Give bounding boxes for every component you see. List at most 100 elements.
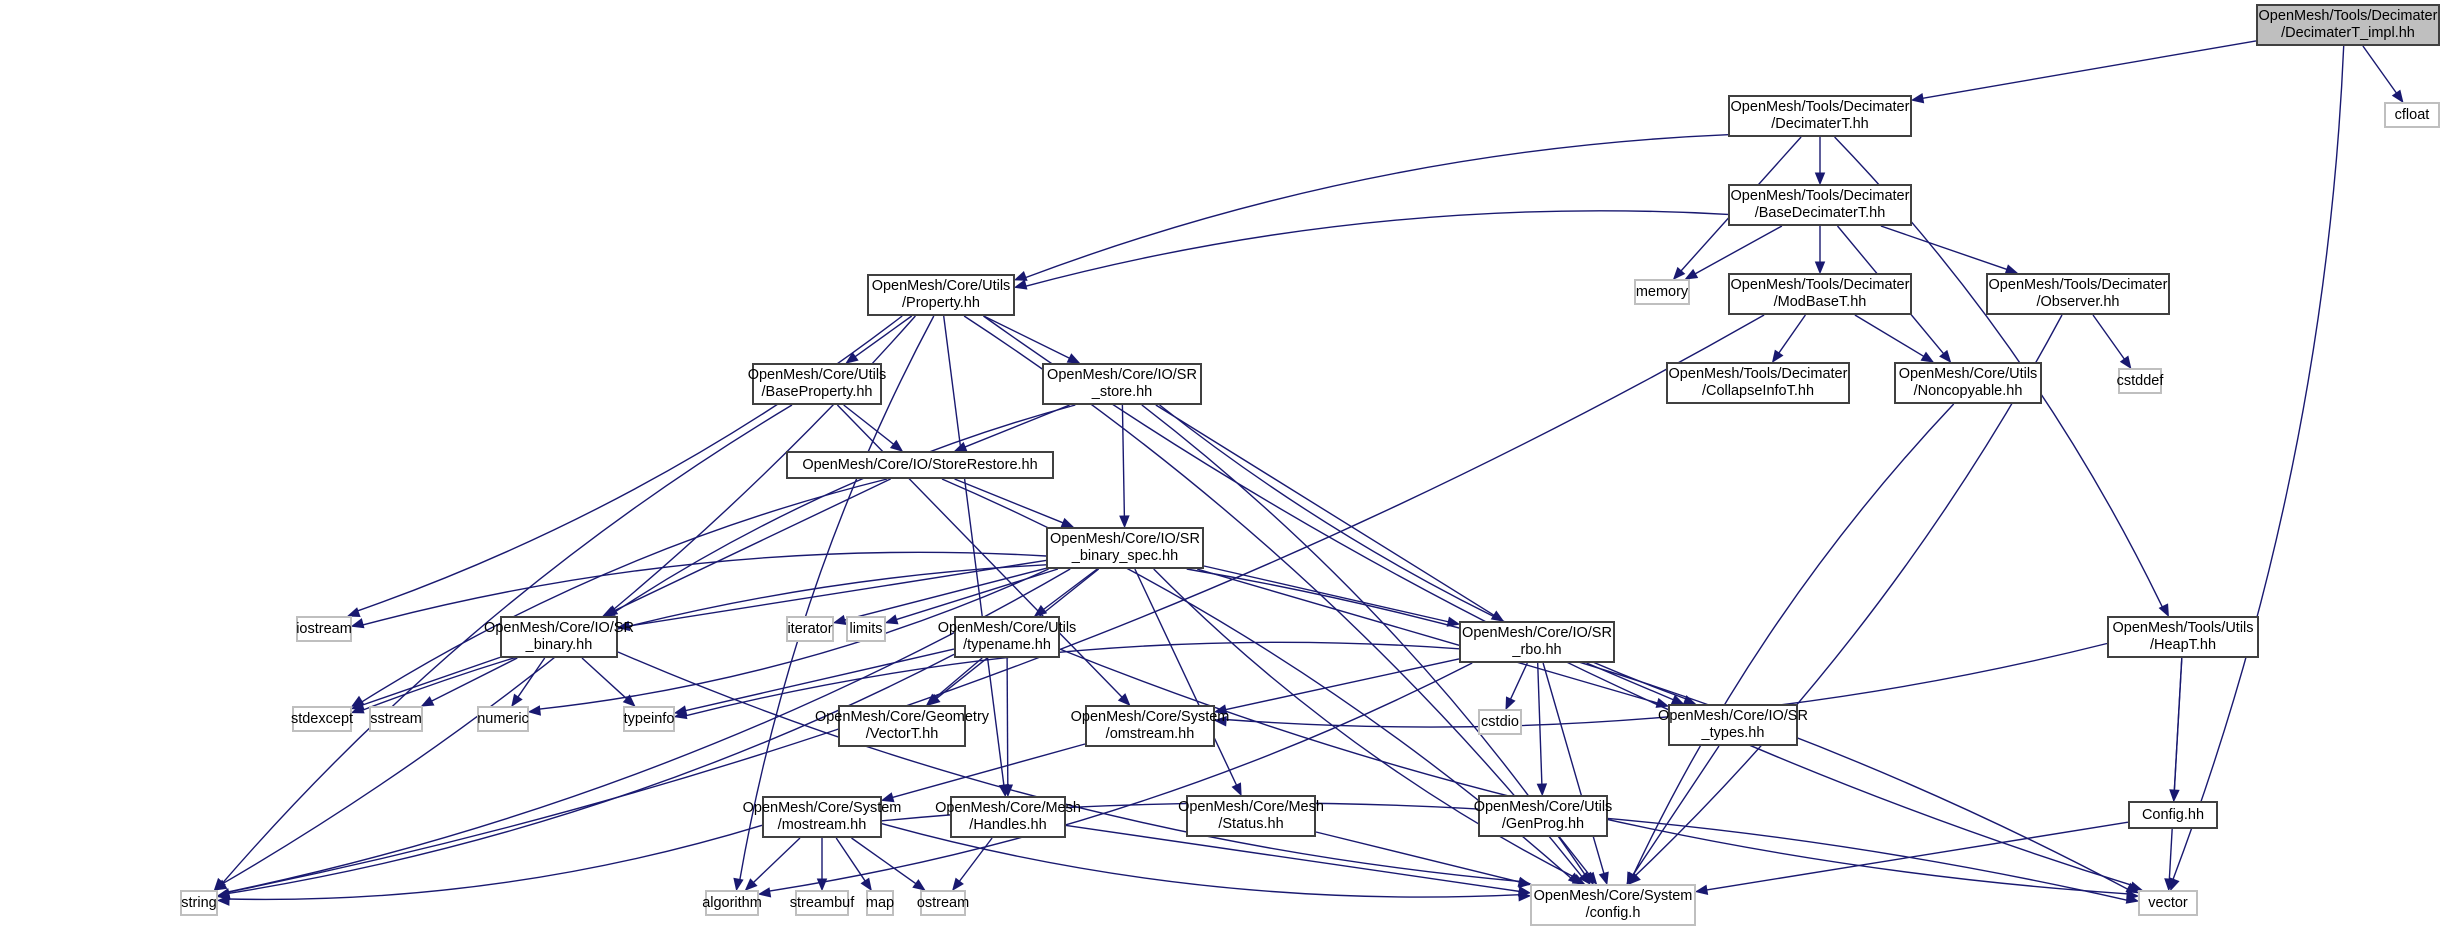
edge-root-to-cfloat [2362, 45, 2398, 95]
arrowhead-icon [420, 696, 435, 707]
arrowhead-icon [1571, 874, 1586, 885]
arrowhead-icon [1585, 871, 1598, 886]
edge-srRbo-to-genProg [1537, 662, 1543, 786]
edge-modBaseT-to-string [227, 314, 1765, 893]
edge-mostream-to-config [881, 823, 1521, 898]
arrowhead-icon [1033, 604, 1048, 617]
arrowhead-icon [816, 878, 828, 892]
node-store-restore[interactable]: OpenMesh/Core/IO/StoreRestore.hh [786, 451, 1054, 479]
node-sr-types[interactable]: OpenMesh/Core/IO/SR _types.hh [1658, 704, 1808, 746]
edge-srBinarySpec-to-limits [895, 568, 1059, 621]
edge-srBinarySpec-to-typename [1042, 568, 1098, 611]
node-collapse-info-t[interactable]: OpenMesh/Tools/Decimater /CollapseInfoT.… [1666, 362, 1850, 404]
edge-mostream-to-ostream [851, 837, 918, 885]
edge-srRbo-to-config [1542, 662, 1605, 875]
node-root[interactable]: OpenMesh/Tools/Decimater /DecimaterT_imp… [2256, 4, 2440, 46]
arrowhead-icon [2158, 603, 2169, 618]
edge-srRbo-to-omstream [1224, 658, 1460, 711]
arrowhead-icon [1939, 349, 1952, 364]
node-iostream: iostream [296, 616, 352, 642]
node-mostream[interactable]: OpenMesh/Core/System /mostream.hh [743, 796, 901, 838]
node-sr-rbo[interactable]: OpenMesh/Core/IO/SR _rbo.hh [1459, 621, 1615, 663]
edge-srRbo-to-cstdio [1509, 662, 1528, 701]
node-typeinfo: typeinfo [623, 706, 675, 732]
edge-root-to-decimaterT [1921, 40, 2257, 100]
node-decimater-t[interactable]: OpenMesh/Tools/Decimater /DecimaterT.hh [1728, 95, 1912, 137]
node-stdexcept: stdexcept [291, 706, 353, 732]
edge-srBinary-to-config [617, 651, 1521, 883]
arrowhead-icon [1119, 515, 1130, 529]
arrowhead-icon [1694, 884, 1709, 896]
edge-configHH-to-config [1705, 821, 2129, 891]
node-omstream[interactable]: OpenMesh/Core/System /omstream.hh [1071, 705, 1229, 747]
edge-srBinarySpec-to-iterator [843, 567, 1047, 621]
node-heap-t[interactable]: OpenMesh/Tools/Utils /HeapT.hh [2107, 616, 2259, 658]
edge-typename-to-vector [1059, 648, 2129, 895]
node-iterator: iterator [786, 616, 834, 642]
edge-srBinarySpec-to-iostream [361, 551, 1047, 626]
arrowhead-icon [889, 439, 904, 452]
node-config-h-h[interactable]: Config.hh [2128, 801, 2218, 829]
edge-noncopyable-to-config [1632, 403, 1955, 876]
edge-srBinary-to-typeinfo [581, 657, 628, 700]
node-sr-binary[interactable]: OpenMesh/Core/IO/SR _binary.hh [484, 616, 634, 658]
arrowhead-icon [346, 607, 361, 618]
edge-baseProperty-to-string [221, 404, 793, 885]
edge-genProg-to-config [1558, 836, 1591, 877]
node-typename[interactable]: OpenMesh/Core/Utils /typename.hh [938, 616, 1076, 658]
node-cstdio: cstdio [1478, 709, 1522, 735]
arrowhead-icon [1013, 279, 1028, 290]
arrowhead-icon [2119, 355, 2132, 370]
node-handles[interactable]: OpenMesh/Core/Mesh /Handles.hh [935, 796, 1081, 838]
edge-srTypes-to-config [1631, 745, 1720, 877]
node-observer[interactable]: OpenMesh/Tools/Decimater /Observer.hh [1986, 273, 2170, 315]
arrowhead-icon [1117, 693, 1131, 706]
arrowhead-icon [1771, 349, 1784, 364]
node-vector: vector [2138, 890, 2198, 916]
edge-typename-to-string [227, 653, 955, 895]
node-map: map [866, 890, 894, 916]
node-base-decimater-t[interactable]: OpenMesh/Tools/Decimater /BaseDecimaterT… [1728, 184, 1912, 226]
edge-srBinarySpec-to-srRbo [1203, 565, 1450, 623]
node-sr-binary-spec[interactable]: OpenMesh/Core/IO/SR _binary_spec.hh [1046, 527, 1204, 569]
edge-property-to-baseProperty [853, 315, 913, 358]
node-mod-base-t[interactable]: OpenMesh/Tools/Decimater /ModBaseT.hh [1728, 273, 1912, 315]
edge-root-to-vector [2172, 45, 2345, 881]
node-gen-prog[interactable]: OpenMesh/Core/Utils /GenProg.hh [1474, 795, 1612, 837]
edge-srBinary-to-numeric [516, 657, 546, 699]
edge-srBinary-to-sstream [430, 657, 518, 703]
edge-storeRestore-to-srBinary [611, 478, 891, 613]
arrowhead-icon [860, 877, 872, 892]
node-config: OpenMesh/Core/System /config.h [1530, 884, 1696, 926]
edge-srBinarySpec-to-srBinary [627, 559, 1047, 627]
node-property[interactable]: OpenMesh/Core/Utils /Property.hh [867, 274, 1015, 316]
node-vector-t[interactable]: OpenMesh/Core/Geometry /VectorT.hh [815, 705, 989, 747]
edge-baseDecimaterT-to-observer [1880, 225, 2008, 271]
edge-srRbo-to-srTypes [1586, 662, 1675, 701]
arrowhead-icon [622, 694, 636, 707]
arrowhead-icon [2125, 893, 2140, 904]
edge-baseDecimaterT-to-memory [1694, 225, 1783, 275]
arrowhead-icon [1920, 351, 1935, 363]
edge-property-to-srStore [983, 315, 1071, 360]
arrowhead-icon [953, 441, 968, 452]
edge-srStore-to-srTypes [1159, 404, 1687, 700]
arrowhead-icon [1655, 697, 1670, 708]
edge-srStore-to-srBinary [614, 404, 1076, 613]
edge-typename-to-typeinfo [684, 648, 955, 712]
arrowhead-icon [1517, 876, 1532, 887]
edge-observer-to-cstddef [2092, 314, 2126, 361]
arrowhead-icon [1536, 783, 1548, 797]
node-base-property[interactable]: OpenMesh/Core/Utils /BaseProperty.hh [748, 363, 886, 405]
node-noncopyable[interactable]: OpenMesh/Core/Utils /Noncopyable.hh [1894, 362, 2042, 404]
edge-storeRestore-to-srBinarySpec [954, 478, 1065, 524]
arrowhead-icon [1060, 517, 1075, 528]
node-algorithm: algorithm [702, 890, 762, 916]
node-sr-store[interactable]: OpenMesh/Core/IO/SR _store.hh [1042, 363, 1202, 405]
arrowhead-icon [2125, 882, 2140, 894]
node-numeric: numeric [477, 706, 529, 732]
node-status[interactable]: OpenMesh/Core/Mesh /Status.hh [1178, 795, 1324, 837]
edge-decimaterT-to-property [1024, 134, 1729, 279]
arrowhead-icon [1231, 782, 1242, 797]
node-ostream: ostream [917, 890, 969, 916]
